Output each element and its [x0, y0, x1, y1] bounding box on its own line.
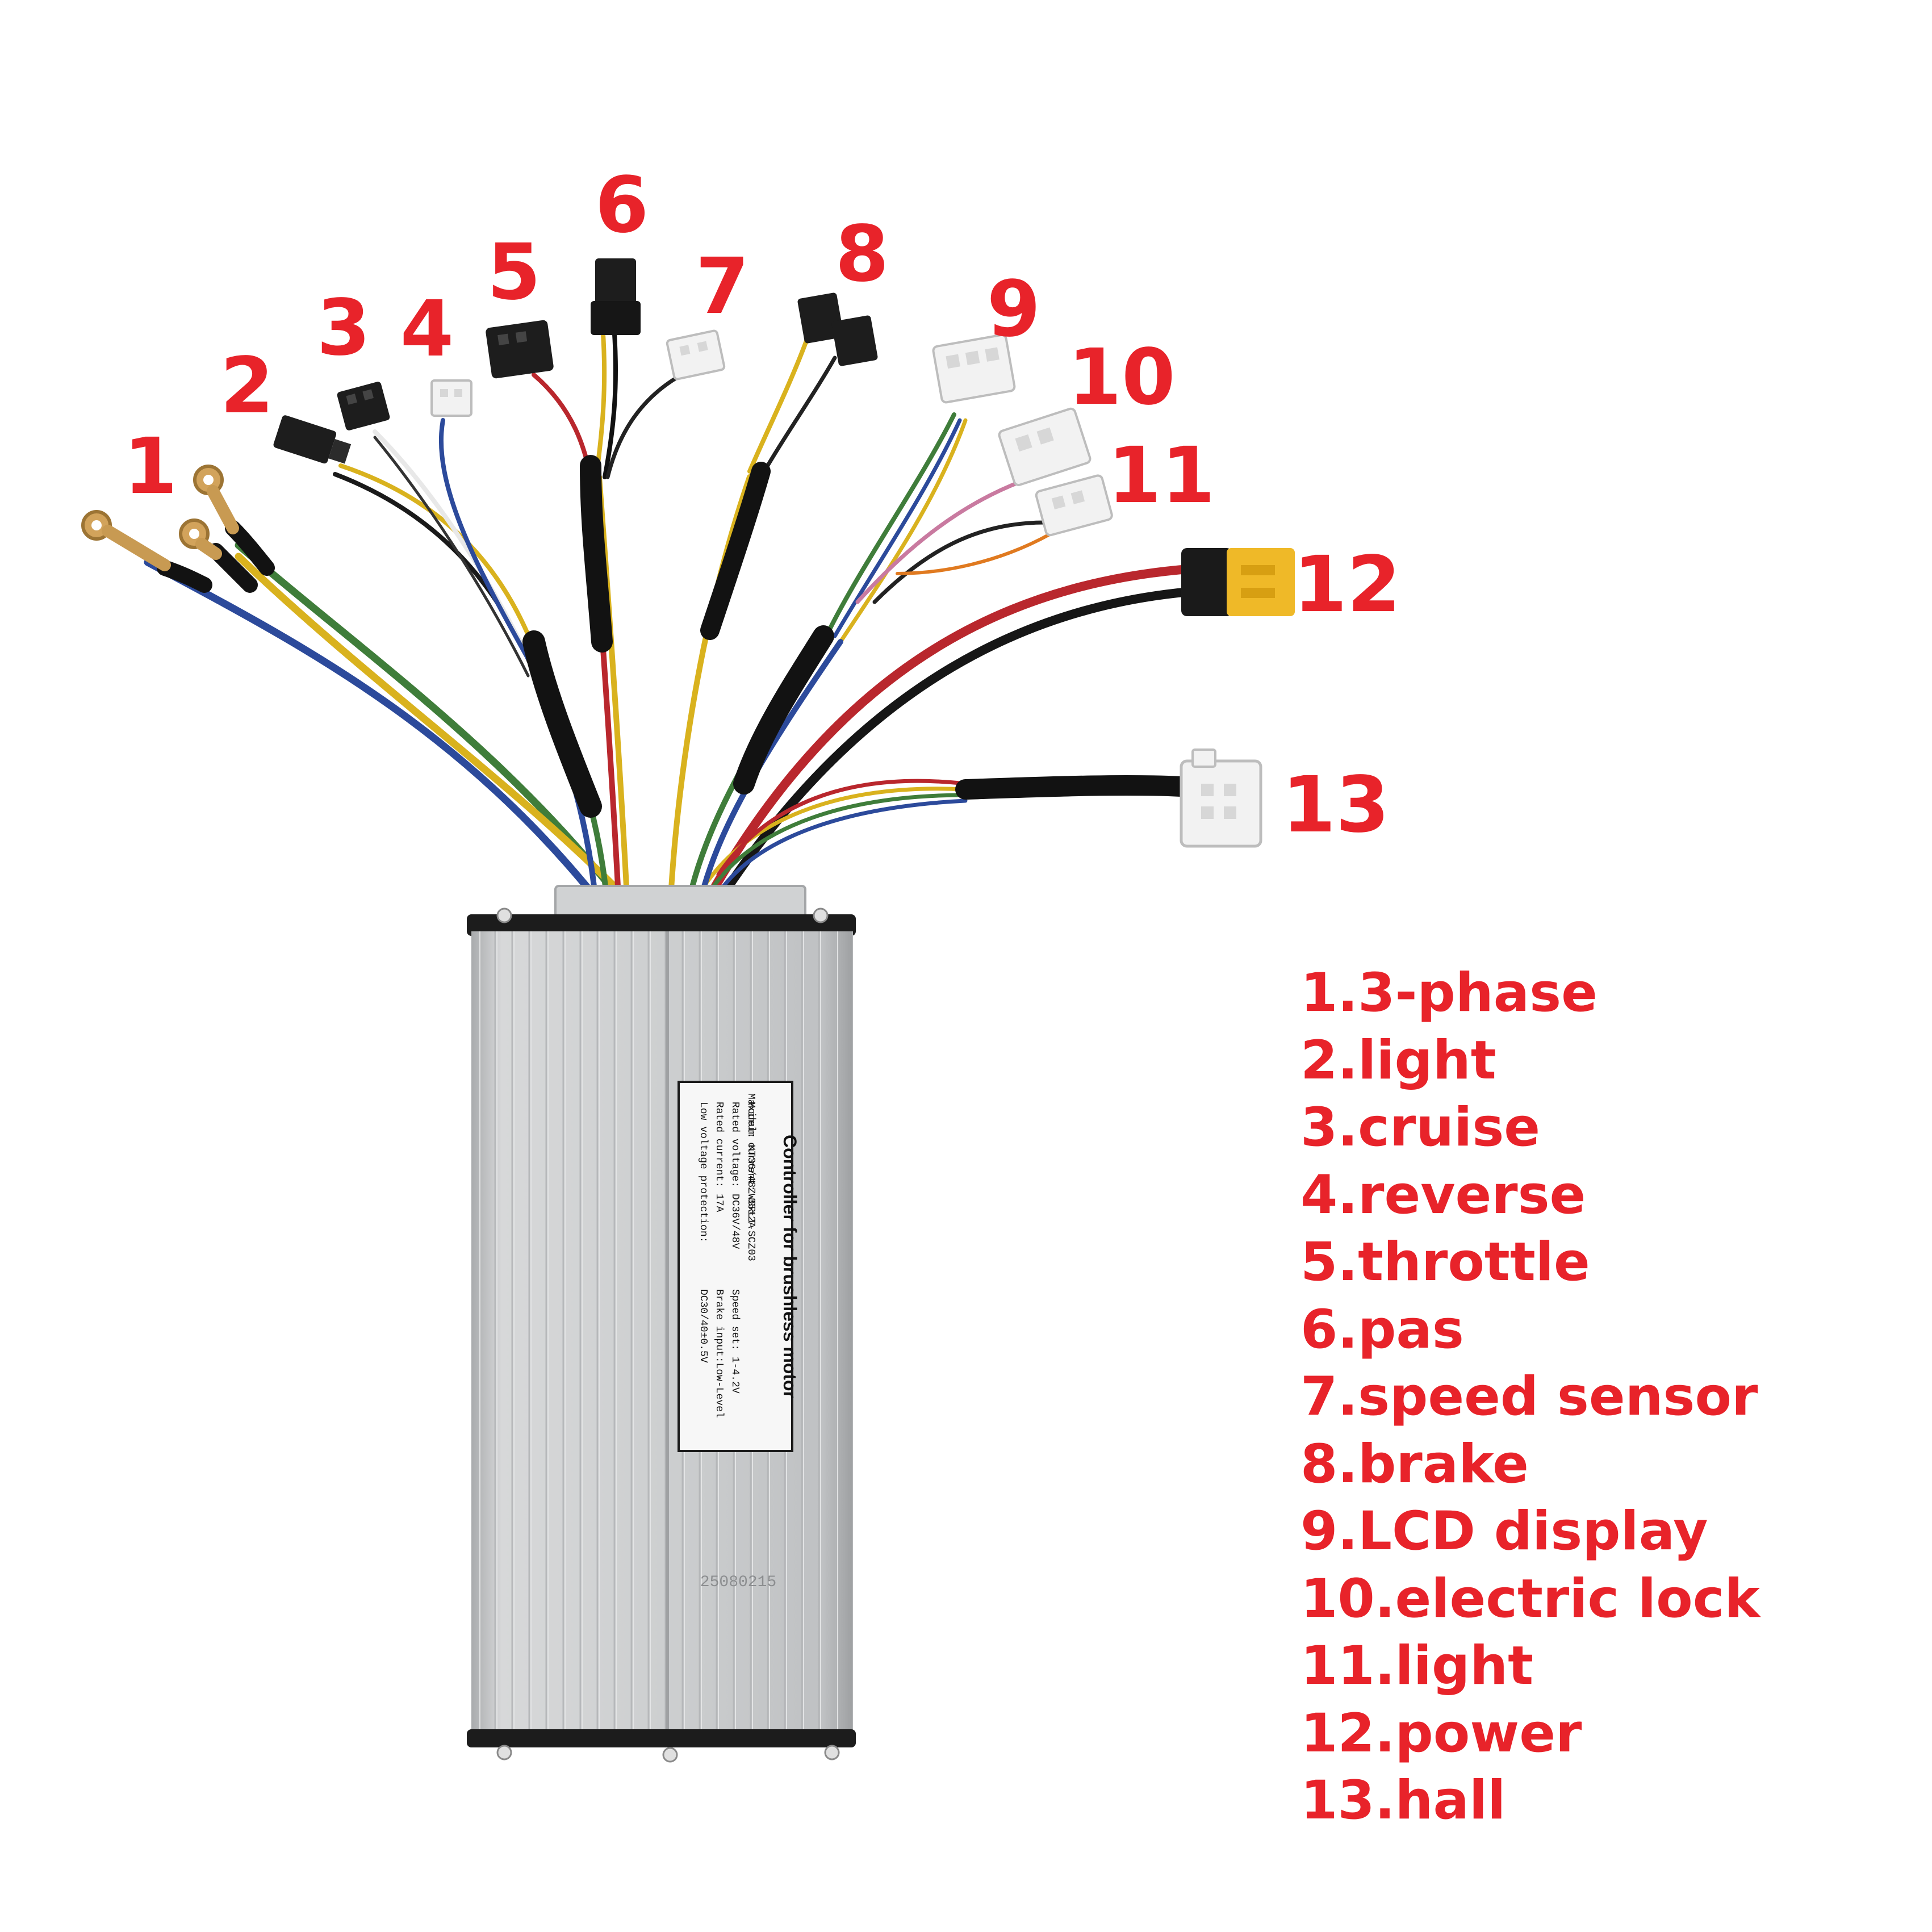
- label-rated-current: Rated current: 17A: [713, 1102, 725, 1212]
- legend-item: 6.pas: [1300, 1298, 1464, 1361]
- callout-8: 8: [835, 210, 889, 299]
- hall-wires: [702, 787, 968, 888]
- label-low-voltage: Low voltage protection:: [697, 1102, 709, 1243]
- callout-12: 12: [1293, 540, 1401, 630]
- callout-13: 13: [1282, 760, 1390, 850]
- lcd-display-connector-icon: [932, 333, 1016, 404]
- legend-item: 3.cruise: [1300, 1097, 1541, 1159]
- ring-terminal-icon: [81, 510, 171, 571]
- phase-wire-blue: [144, 558, 617, 924]
- throttle-connector-icon: [486, 320, 554, 379]
- label-brake-input: Brake input:Low-Level: [713, 1289, 725, 1418]
- reverse-wire-blue: [438, 418, 530, 661]
- legend-item: 1.3-phase: [1300, 962, 1598, 1024]
- electric-lock-connector-icon: [998, 407, 1092, 487]
- heat-shrink-sleeves: [157, 455, 1191, 818]
- serial-number: 25080215: [700, 1574, 776, 1591]
- ring-terminals: [81, 465, 239, 571]
- display-wires: [827, 412, 956, 633]
- legend-item: 4.reverse: [1300, 1164, 1586, 1226]
- callout-1: 1: [123, 422, 178, 512]
- connectors: [273, 258, 1295, 848]
- phase-wire-yellow: [235, 553, 640, 913]
- legend-item: 13.hall: [1300, 1770, 1506, 1831]
- legend-item: 12.power: [1300, 1702, 1582, 1764]
- legend-item: 8.brake: [1300, 1433, 1529, 1495]
- legend-item: 2.light: [1300, 1029, 1496, 1092]
- spec-label: Controller for brushless motor Maximum c…: [678, 1081, 800, 1452]
- legend-item: 10.electric lock: [1300, 1567, 1760, 1630]
- legend-item: 5.throttle: [1300, 1231, 1590, 1293]
- legend-item: 11.light: [1300, 1635, 1534, 1697]
- callout-5: 5: [487, 228, 541, 317]
- controller-housing: Controller for brushless motor Maximum c…: [467, 885, 856, 1763]
- callout-10: 10: [1068, 333, 1176, 423]
- callout-6: 6: [595, 161, 649, 250]
- label-rated-voltage: Rated voltage: DC36V/48V: [729, 1102, 741, 1249]
- brake-connector-icon: [797, 292, 878, 366]
- legend: 1.3-phase 2.light 3.cruise 4.reverse 5.t…: [1300, 960, 1760, 1835]
- hall-connector-icon: [1180, 748, 1262, 848]
- wire-harness: [144, 316, 1208, 924]
- callout-4: 4: [400, 285, 454, 374]
- legend-item: 7.speed sensor: [1300, 1366, 1758, 1428]
- label-speed-set: Speed set: 1-4.2V: [729, 1289, 741, 1394]
- power-wire-red: [711, 563, 1208, 890]
- label-title: Controller for brushless motor: [780, 1135, 800, 1398]
- callout-11: 11: [1107, 431, 1215, 521]
- brake-wires: [747, 338, 809, 474]
- label-low-voltage-value: DC30/40±0.5V: [697, 1289, 709, 1363]
- light-connector-icon: [1035, 474, 1113, 537]
- label-model: Model: KT36/48ZWSRLT-SCZ03: [745, 1102, 756, 1261]
- ring-terminal-icon: [193, 465, 239, 534]
- pas-connector-icon: [591, 258, 641, 335]
- callout-3: 3: [316, 283, 371, 373]
- callout-7: 7: [695, 242, 750, 332]
- cruise-connector-icon: [337, 382, 390, 430]
- callout-9: 9: [986, 265, 1041, 354]
- ring-terminal-icon: [179, 518, 222, 560]
- power-xt60-connector-icon: [1181, 548, 1295, 616]
- callout-2: 2: [220, 341, 274, 431]
- speed-sensor-connector-icon: [666, 329, 726, 380]
- label-max-current: Maximum current: 35±2A: [745, 1093, 756, 1228]
- light-connector-icon: [273, 415, 352, 464]
- reverse-connector-icon: [430, 379, 472, 417]
- legend-item: 9.LCD display: [1300, 1500, 1708, 1562]
